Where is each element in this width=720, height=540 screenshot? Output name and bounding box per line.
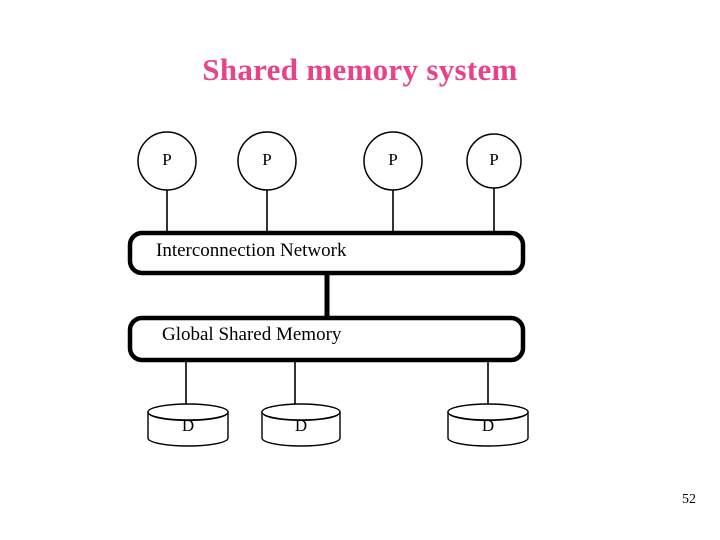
page-number: 52 — [682, 492, 696, 507]
page-title: Shared memory system — [202, 52, 518, 87]
interconnection-network-box — [127, 230, 526, 276]
processor-circle — [363, 131, 423, 191]
disk-cylinder — [261, 403, 341, 447]
global-shared-memory-box — [127, 315, 526, 363]
processor-connector-lines — [166, 188, 495, 234]
disk-connector-lines — [185, 359, 489, 408]
disk-cylinder — [447, 403, 529, 447]
processor-circle — [237, 131, 297, 191]
disk-nodes — [147, 403, 529, 447]
processor-nodes — [137, 131, 522, 191]
processor-circle — [137, 131, 197, 191]
processor-circle — [466, 133, 522, 189]
disk-cylinder — [147, 403, 229, 447]
